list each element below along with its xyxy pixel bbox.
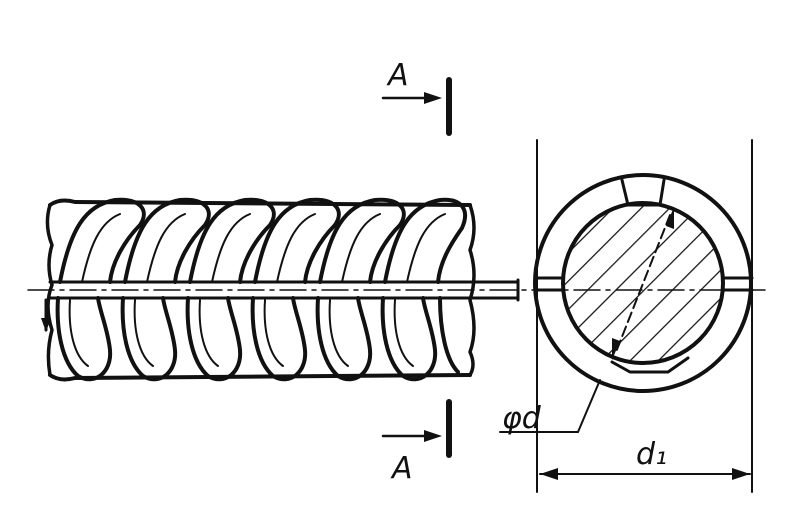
diameter-label: φd [502,401,542,436]
rebar-cross-section: φd d₁ [499,139,754,493]
section-label-bottom: A [390,451,413,486]
section-mark-bottom: A [381,399,452,486]
transverse-ribs-bottom [55,296,460,382]
outer-diameter-label: d₁ [636,437,667,472]
section-label-top: A [386,58,409,93]
transverse-ribs-top [58,197,468,284]
rebar-side-view [27,197,766,382]
section-mark-top: A [381,58,452,136]
